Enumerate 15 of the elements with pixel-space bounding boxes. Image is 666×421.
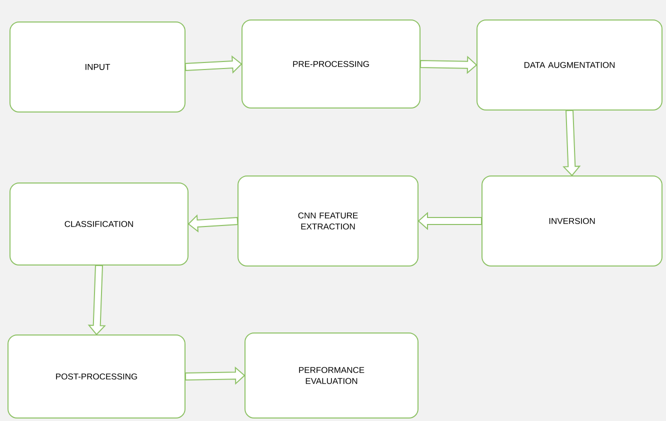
block-arrow <box>184 55 242 74</box>
block-arrow <box>188 214 238 233</box>
process-box: PRE-PROCESSING <box>242 20 420 108</box>
process-box: PERFORMANCE EVALUATION <box>244 332 418 418</box>
process-box: CLASSIFICATION <box>10 182 188 266</box>
process-box: CNN FEATURE EXTRACTION <box>238 176 418 266</box>
process-box: POST-PROCESSING <box>8 334 186 418</box>
block-arrow <box>418 212 482 230</box>
block-arrow <box>562 110 581 176</box>
block-arrow <box>88 264 106 336</box>
process-box: INPUT <box>10 22 186 112</box>
process-box: INVERSION <box>482 176 662 266</box>
block-arrow <box>420 56 478 74</box>
process-box: DATA AUGMENTATION <box>476 20 662 110</box>
block-arrow <box>184 366 246 385</box>
